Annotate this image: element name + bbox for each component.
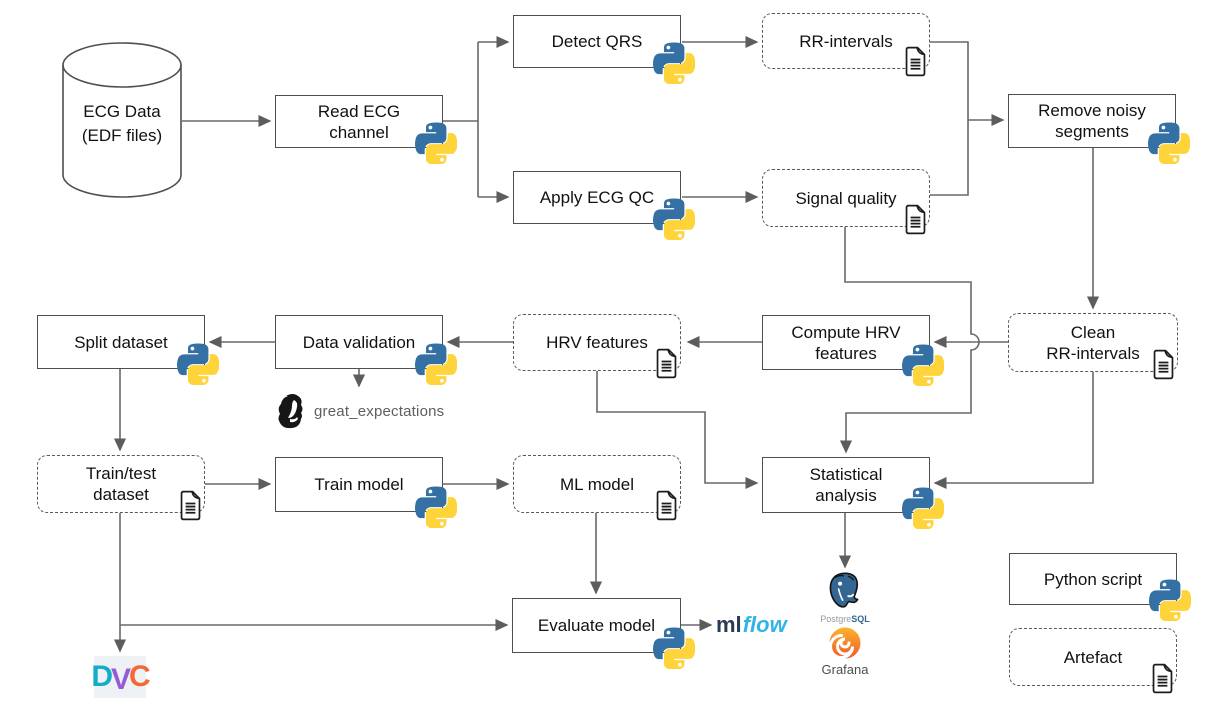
node-data-validation: Data validation [275,315,443,369]
node-apply-ecg-qc: Apply ECG QC [513,171,681,224]
legend-label: Python script [1043,569,1143,589]
great-expectations-label: great_expectations [314,402,445,420]
document-icon [654,348,679,379]
postgresql-label: PostgreSQL [820,614,870,624]
node-label: ECG Data (EDF files) [81,102,163,145]
python-icon [1148,122,1190,164]
document-icon [903,204,928,235]
node-detect-qrs: Detect QRS [513,15,681,68]
node-statistical-analysis: Statistical analysis [762,457,930,513]
grafana-flame-icon [829,627,861,659]
postgresql-elephant-icon [829,572,859,608]
node-rr-intervals: RR-intervals [762,13,930,69]
node-ml-model: ML model [513,455,681,513]
node-label: HRV features [546,333,648,352]
legend-artefact: Artefact [1009,628,1177,686]
node-train-model: Train model [275,457,443,512]
node-clean-rr-intervals: Clean RR-intervals [1008,313,1178,372]
document-icon [903,46,928,77]
python-icon [653,198,695,240]
node-remove-noisy-segments: Remove noisy segments [1008,94,1176,148]
node-label: Train/test dataset [85,464,157,504]
node-label: Detect QRS [551,32,643,51]
edge-readecg-branch [443,42,479,197]
python-icon [415,343,457,385]
node-read-ecg-channel: Read ECG channel [275,95,443,148]
node-label: Read ECG channel [317,101,401,142]
node-hrv-features: HRV features [513,314,681,371]
dvc-letter-v: V [111,663,131,696]
dvc-letter-d: D [91,660,113,693]
great-expectations-logo: great_expectations [277,390,444,432]
python-icon [902,344,944,386]
node-label: Remove noisy segments [1038,101,1146,141]
dvc-logo: D V C [91,656,151,698]
dvc-letter-c: C [129,660,151,693]
python-icon [902,487,944,529]
node-ecg-data-store: ECG Data (EDF files) [62,42,182,198]
postgresql-label-sql: SQL [851,614,870,624]
python-icon [653,42,695,84]
python-icon [415,122,457,164]
node-label: Data validation [302,332,416,352]
node-label: Train model [314,475,404,494]
mlflow-flow: flow [742,612,787,637]
node-label: Split dataset [74,332,168,352]
great-expectations-icon [278,394,303,429]
python-icon [653,627,695,669]
node-label: Statistical analysis [809,465,883,505]
node-label: Signal quality [795,188,897,208]
node-label: RR-intervals [799,31,893,51]
node-label: ML model [559,474,634,494]
node-evaluate-model: Evaluate model [512,598,681,653]
postgresql-label-postgre: Postgre [820,614,852,624]
grafana-label: Grafana [821,662,869,677]
node-label: Apply ECG QC [539,188,655,207]
node-signal-quality: Signal quality [762,169,930,227]
node-label: Clean RR-intervals [1046,322,1140,363]
node-train-test-dataset: Train/test dataset [37,455,205,513]
node-label: Compute HRV features [791,322,901,363]
python-icon [1149,579,1191,621]
node-split-dataset: Split dataset [37,315,205,369]
grafana-logo: Grafana [817,625,873,677]
cylinder-shape [62,42,182,198]
legend-label: Artefact [1063,647,1123,667]
mlflow-logo: ml flow [716,608,787,642]
mlflow-ml: ml [716,612,742,637]
document-icon [1151,349,1176,380]
document-icon [1150,663,1175,694]
legend-python-script: Python script [1009,553,1177,605]
document-icon [178,490,203,521]
edge-rr-signal-merge [930,41,969,196]
python-icon [415,486,457,528]
node-compute-hrv-features: Compute HRV features [762,315,930,370]
node-label: Evaluate model [537,616,656,635]
postgresql-logo: PostgreSQL [815,571,875,624]
document-icon [654,490,679,521]
python-icon [177,343,219,385]
edge-cleanrr-to-statistical [933,372,1094,490]
